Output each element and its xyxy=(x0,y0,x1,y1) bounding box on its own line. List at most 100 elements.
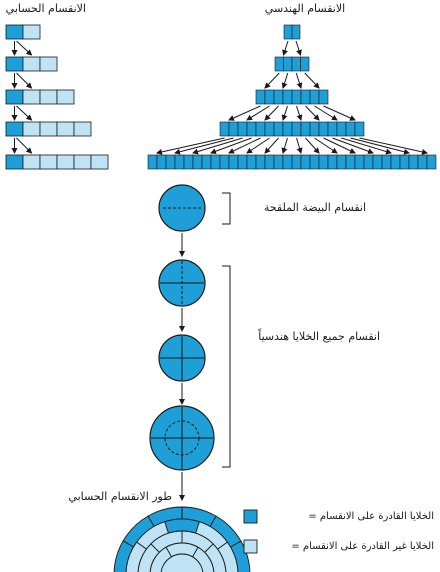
division-arrow xyxy=(282,40,289,56)
dividing-cell xyxy=(255,154,266,170)
dividing-cell xyxy=(372,154,383,170)
dividing-cell xyxy=(273,89,284,105)
dividing-cell xyxy=(246,121,257,137)
dividing-cell xyxy=(318,121,329,137)
division-arrow xyxy=(264,137,279,154)
geometric-stage-bracket xyxy=(222,265,231,468)
dividing-cell xyxy=(156,154,167,170)
division-arrow xyxy=(264,105,279,121)
dividing-cell xyxy=(274,56,284,72)
division-arrow xyxy=(295,40,302,56)
division-arrow xyxy=(246,137,270,154)
division-arrow xyxy=(304,72,320,89)
dividing-cell xyxy=(183,154,194,170)
dividing-cell xyxy=(5,56,24,72)
dividing-cell xyxy=(417,154,428,170)
dividing-cell xyxy=(426,154,437,170)
division-arrow xyxy=(16,40,33,56)
division-arrow xyxy=(156,137,225,155)
dividing-cell xyxy=(192,154,203,170)
dividing-cell xyxy=(228,121,239,137)
arithmetic-stage-label: طور الانقسام الحسابي xyxy=(68,490,172,503)
dividing-cell xyxy=(309,121,320,137)
dividing-cell xyxy=(282,154,293,170)
dividing-cell xyxy=(246,154,257,170)
arithmetic-stage-dome xyxy=(113,506,251,572)
geometric-division-pyramid xyxy=(147,24,437,170)
division-arrow xyxy=(296,105,303,121)
dividing-cell xyxy=(309,89,320,105)
dividing-cell xyxy=(300,89,311,105)
dividing-cell xyxy=(5,89,24,105)
legend-non-dividing-swatch xyxy=(243,539,258,554)
division-arrow xyxy=(228,105,261,121)
dividing-cell xyxy=(390,154,401,170)
division-arrow xyxy=(192,137,243,155)
division-arrow xyxy=(314,105,338,121)
dividing-cell xyxy=(219,154,230,170)
dividing-cell xyxy=(237,121,248,137)
division-arrow xyxy=(314,137,338,154)
arithmetic-division-title: الانقسام الحسابي xyxy=(5,2,86,15)
dividing-cell xyxy=(309,154,320,170)
non-dividing-cell xyxy=(39,89,58,105)
division-arrow xyxy=(359,137,428,155)
dividing-cell xyxy=(165,154,176,170)
dividing-cell xyxy=(291,24,301,40)
division-arrow xyxy=(305,105,320,121)
geometric-division-title: الانقسام الهندسي xyxy=(264,2,346,15)
division-arrow xyxy=(246,105,270,121)
legend-dividing-label: الخلايا القادرة على الانقسام = xyxy=(308,511,434,522)
dividing-cell xyxy=(336,121,347,137)
division-arrow xyxy=(264,72,280,89)
non-dividing-cell xyxy=(22,89,41,105)
embryo-development-sequence xyxy=(149,184,231,501)
division-arrow xyxy=(16,72,33,89)
dividing-cell xyxy=(345,154,356,170)
dividing-cell xyxy=(282,121,293,137)
division-arrow xyxy=(296,137,303,154)
dividing-cell xyxy=(283,56,293,72)
dividing-cell xyxy=(219,121,230,137)
dividing-cell xyxy=(147,154,158,170)
dividing-cell xyxy=(5,154,24,170)
dividing-cell xyxy=(354,154,365,170)
dividing-cell xyxy=(381,154,392,170)
dividing-cell xyxy=(300,154,311,170)
arithmetic-division-pyramid xyxy=(5,24,109,170)
dividing-cell xyxy=(273,121,284,137)
division-arrow xyxy=(295,72,303,89)
dividing-cell xyxy=(255,89,266,105)
legend xyxy=(243,509,258,554)
legend-non-dividing-label: الخلايا غير القادرة على الانقسام = xyxy=(291,541,434,552)
non-dividing-cell xyxy=(22,24,41,40)
dividing-cell xyxy=(264,154,275,170)
dividing-cell xyxy=(318,89,329,105)
dividing-cell xyxy=(283,24,293,40)
division-arrow xyxy=(16,137,33,154)
dividing-cell xyxy=(201,154,212,170)
zygote-cell xyxy=(158,184,206,232)
non-dividing-cell xyxy=(56,89,75,105)
dividing-cell xyxy=(5,24,24,40)
dividing-cell xyxy=(354,121,365,137)
dividing-cell xyxy=(282,89,293,105)
dividing-cell xyxy=(174,154,185,170)
division-arrow xyxy=(350,137,410,155)
division-arrow xyxy=(281,137,288,154)
dividing-cell xyxy=(5,121,24,137)
division-arrow xyxy=(305,137,320,154)
dividing-cell xyxy=(255,121,266,137)
dividing-cell xyxy=(291,154,302,170)
dividing-cell xyxy=(264,89,275,105)
dividing-cell xyxy=(399,154,410,170)
non-dividing-cell xyxy=(73,154,92,170)
dividing-cell xyxy=(264,121,275,137)
division-arrow xyxy=(323,105,356,121)
non-dividing-cell xyxy=(56,121,75,137)
non-dividing-cell xyxy=(73,121,92,137)
non-dividing-cell xyxy=(160,553,204,572)
division-arrow xyxy=(16,105,33,121)
division-arrow xyxy=(323,137,356,154)
legend-dividing-swatch xyxy=(243,509,258,524)
